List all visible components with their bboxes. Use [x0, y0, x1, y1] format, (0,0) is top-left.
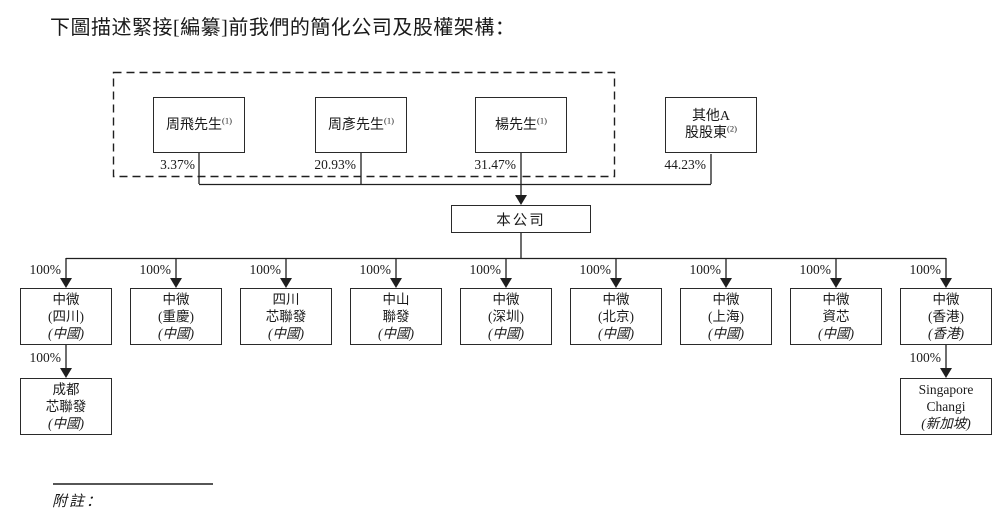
pct-label-subsidiary-4: 100% [359, 262, 392, 277]
subsidiary-box-shenzhen: 中微 (深圳) (中國) [460, 288, 552, 345]
jurisdiction-label: (中國) [268, 326, 304, 342]
jurisdiction-label: (中國) [158, 326, 194, 342]
jurisdiction-label: (新加坡) [921, 416, 971, 432]
subsubsidiary-box-chengdu-xinlianfa: 成都 芯聯發 (中國) [20, 378, 112, 435]
footnote-ref: (1) [537, 114, 547, 125]
subsidiary-box-zhongshan-lianfa: 中山 聯發 (中國) [350, 288, 442, 345]
pct-label-yang: 31.47% [474, 157, 516, 172]
shareholder-name-line2: 股股東(2) [685, 123, 737, 141]
subsidiary-box-zixin: 中微 資芯 (中國) [790, 288, 882, 345]
pct-label-singapore-changi: 100% [909, 350, 942, 365]
pct-label-subsidiary-9: 100% [909, 262, 942, 277]
arrow-down-subsidiary-3-icon [280, 278, 292, 288]
shareholder-box-other-a-shareholders: 其他A 股股東(2) [665, 97, 757, 153]
founders-group-dashed-border [112, 71, 616, 178]
pct-label-zhou-yan: 20.93% [314, 157, 356, 172]
shareholder-box-zhou-fei: 周飛先生(1) [153, 97, 245, 153]
arrow-down-subsidiary-4-icon [390, 278, 402, 288]
subsidiary-box-chongqing: 中微 (重慶) (中國) [130, 288, 222, 345]
subsidiary-drop-lines [65, 258, 947, 279]
shareholder-box-zhou-yan: 周彥先生(1) [315, 97, 407, 153]
arrow-down-subsidiary-1-icon [60, 278, 72, 288]
pct-label-other-a-shareholders: 44.23% [664, 157, 706, 172]
shareholder-connector-lines [198, 153, 712, 196]
arrow-down-singapore-icon [940, 368, 952, 378]
pct-label-subsidiary-2: 100% [139, 262, 172, 277]
subsidiary-box-hongkong: 中微 (香港) (香港) [900, 288, 992, 345]
subsidiary-box-beijing: 中微 (北京) (中國) [570, 288, 662, 345]
jurisdiction-label: (中國) [48, 326, 84, 342]
company-to-subsidiaries-bus [66, 233, 946, 260]
footnote-heading: 附註： [52, 494, 104, 510]
jurisdiction-label: (中國) [708, 326, 744, 342]
jurisdiction-label: (中國) [488, 326, 524, 342]
arrow-down-to-company-icon [515, 195, 527, 205]
subsidiary-box-shanghai: 中微 (上海) (中國) [680, 288, 772, 345]
jurisdiction-label: (中國) [378, 326, 414, 342]
shareholder-name: 楊先生(1) [495, 114, 547, 133]
arrow-down-subsidiary-7-icon [720, 278, 732, 288]
jurisdiction-label: (中國) [598, 326, 634, 342]
footnote-ref: (1) [384, 114, 394, 125]
pct-label-zhou-fei: 3.37% [160, 157, 195, 172]
sub-subsidiary-drop-lines [65, 345, 947, 369]
pct-label-subsidiary-1: 100% [29, 262, 62, 277]
arrow-down-subsidiary-9-icon [940, 278, 952, 288]
arrow-down-subsidiary-5-icon [500, 278, 512, 288]
page-title: 下圖描述緊接[編纂]前我們的簡化公司及股權架構： [50, 17, 516, 39]
arrow-down-subsidiary-6-icon [610, 278, 622, 288]
shareholder-name: 周彥先生(1) [328, 114, 394, 133]
footnote-ref: (2) [727, 123, 737, 134]
arrow-down-subsidiary-2-icon [170, 278, 182, 288]
jurisdiction-label: (中國) [48, 416, 84, 432]
arrow-down-subsidiary-8-icon [830, 278, 842, 288]
company-name: 本公司 [496, 212, 546, 229]
company-box: 本公司 [451, 205, 591, 233]
subsubsidiary-box-singapore-changi: Singapore Changi (新加坡) [900, 378, 992, 435]
jurisdiction-label: (中國) [818, 326, 854, 342]
shareholder-box-yang: 楊先生(1) [475, 97, 567, 153]
pct-label-subsidiary-5: 100% [469, 262, 502, 277]
pct-label-subsidiary-6: 100% [579, 262, 612, 277]
jurisdiction-label: (香港) [928, 326, 964, 342]
pct-label-chengdu-xinlianfa: 100% [29, 350, 62, 365]
subsidiary-box-sichuan-xinlianfa: 四川 芯聯發 (中國) [240, 288, 332, 345]
shareholder-name-line1: 其他A [691, 109, 731, 124]
arrow-down-chengdu-icon [60, 368, 72, 378]
footnote-ref: (1) [222, 114, 232, 125]
subsidiary-box-sichuan: 中微 (四川) (中國) [20, 288, 112, 345]
pct-label-subsidiary-3: 100% [249, 262, 282, 277]
shareholder-name: 周飛先生(1) [166, 114, 232, 133]
pct-label-subsidiary-7: 100% [689, 262, 722, 277]
pct-label-subsidiary-8: 100% [799, 262, 832, 277]
